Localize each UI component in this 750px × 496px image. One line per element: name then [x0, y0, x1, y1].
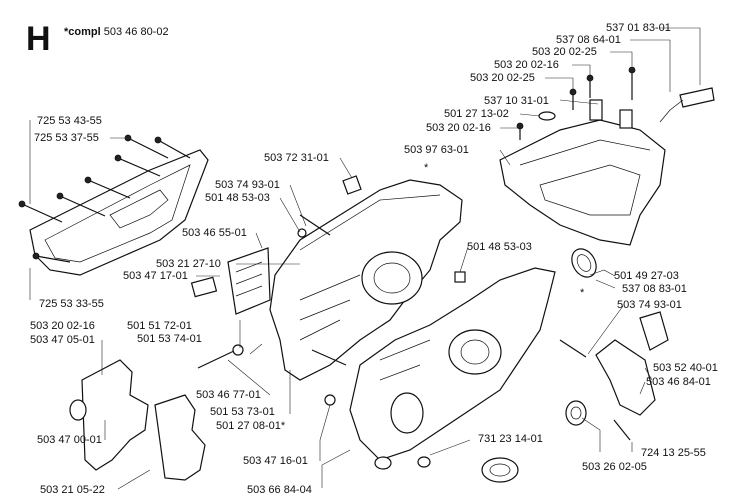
- part-label: 503 46 55-01: [182, 227, 247, 239]
- part-label: 503 47 00-01: [37, 434, 102, 446]
- complete-assembly-number: *compl 503 46 80-02: [64, 26, 169, 38]
- part-label: 501 53 73-01: [210, 406, 275, 418]
- tank-housing-drawing: [499, 99, 666, 246]
- section-letter: H: [26, 20, 51, 58]
- part-label: 501 27 13-02: [444, 108, 509, 120]
- part-label: 503 47 05-01: [30, 334, 95, 346]
- part-label: 501 51 72-01: [127, 320, 192, 332]
- small-parts-drawing: [197, 339, 631, 483]
- part-label: 503 20 02-25: [532, 46, 597, 58]
- part-label: 503 20 02-25: [470, 72, 535, 84]
- part-label: 503 20 02-16: [426, 122, 491, 134]
- asterisk-marker: *: [424, 162, 429, 174]
- guard-plates-drawing: [69, 359, 206, 481]
- part-label: 501 53 74-01: [137, 333, 202, 345]
- part-label: 503 21 05-22: [40, 484, 105, 496]
- part-label: 503 66 84-04: [247, 484, 312, 496]
- crankcase-lower-drawing: [349, 267, 556, 461]
- part-label: 503 26 02-05: [582, 461, 647, 473]
- spring-bracket-drawing: [659, 87, 715, 123]
- part-label: 537 01 83-01: [606, 22, 671, 34]
- part-label: 725 53 33-55: [39, 298, 104, 310]
- av-element-drawing: [454, 248, 597, 283]
- part-label: 725 53 37-55: [34, 132, 99, 144]
- guide-plate-drawing: [190, 247, 271, 315]
- part-label: 503 97 63-01: [404, 144, 469, 156]
- part-label: 503 47 17-01: [123, 270, 188, 282]
- screws-left-drawing: [18, 134, 191, 263]
- part-label: 501 27 08-01*: [216, 420, 286, 432]
- part-label: 501 48 53-03: [205, 192, 270, 204]
- part-label: 503 74 93-01: [617, 299, 682, 311]
- part-label: 503 47 16-01: [243, 455, 308, 467]
- part-label: 731 23 14-01: [478, 433, 543, 445]
- part-label: 537 10 31-01: [484, 95, 549, 107]
- part-label: 503 46 77-01: [196, 389, 261, 401]
- part-label: 503 52 40-01: [653, 362, 718, 374]
- part-label: 724 13 25-55: [641, 447, 706, 459]
- part-label: 503 72 31-01: [264, 152, 329, 164]
- asterisk-marker: *: [580, 287, 585, 299]
- compl-label: *compl: [64, 26, 101, 38]
- compl-number: 503 46 80-02: [103, 26, 169, 38]
- part-label: 537 08 64-01: [556, 34, 621, 46]
- part-label: 503 20 02-16: [494, 59, 559, 71]
- part-label: 725 53 43-55: [37, 115, 102, 127]
- part-label: 537 08 83-01: [622, 283, 687, 295]
- part-label: 501 48 53-03: [467, 241, 532, 253]
- part-label: 503 46 84-01: [646, 376, 711, 388]
- part-label: 503 20 02-16: [30, 320, 95, 332]
- part-label: 501 49 27-03: [614, 270, 679, 282]
- crankcase-half-drawing: [269, 175, 463, 381]
- starter-frame-drawing: [29, 149, 209, 276]
- leader-lines: [29, 27, 701, 490]
- chain-catcher-drawing: [565, 311, 669, 426]
- part-label: 503 21 27-10: [156, 258, 221, 270]
- part-label: 503 74 93-01: [215, 179, 280, 191]
